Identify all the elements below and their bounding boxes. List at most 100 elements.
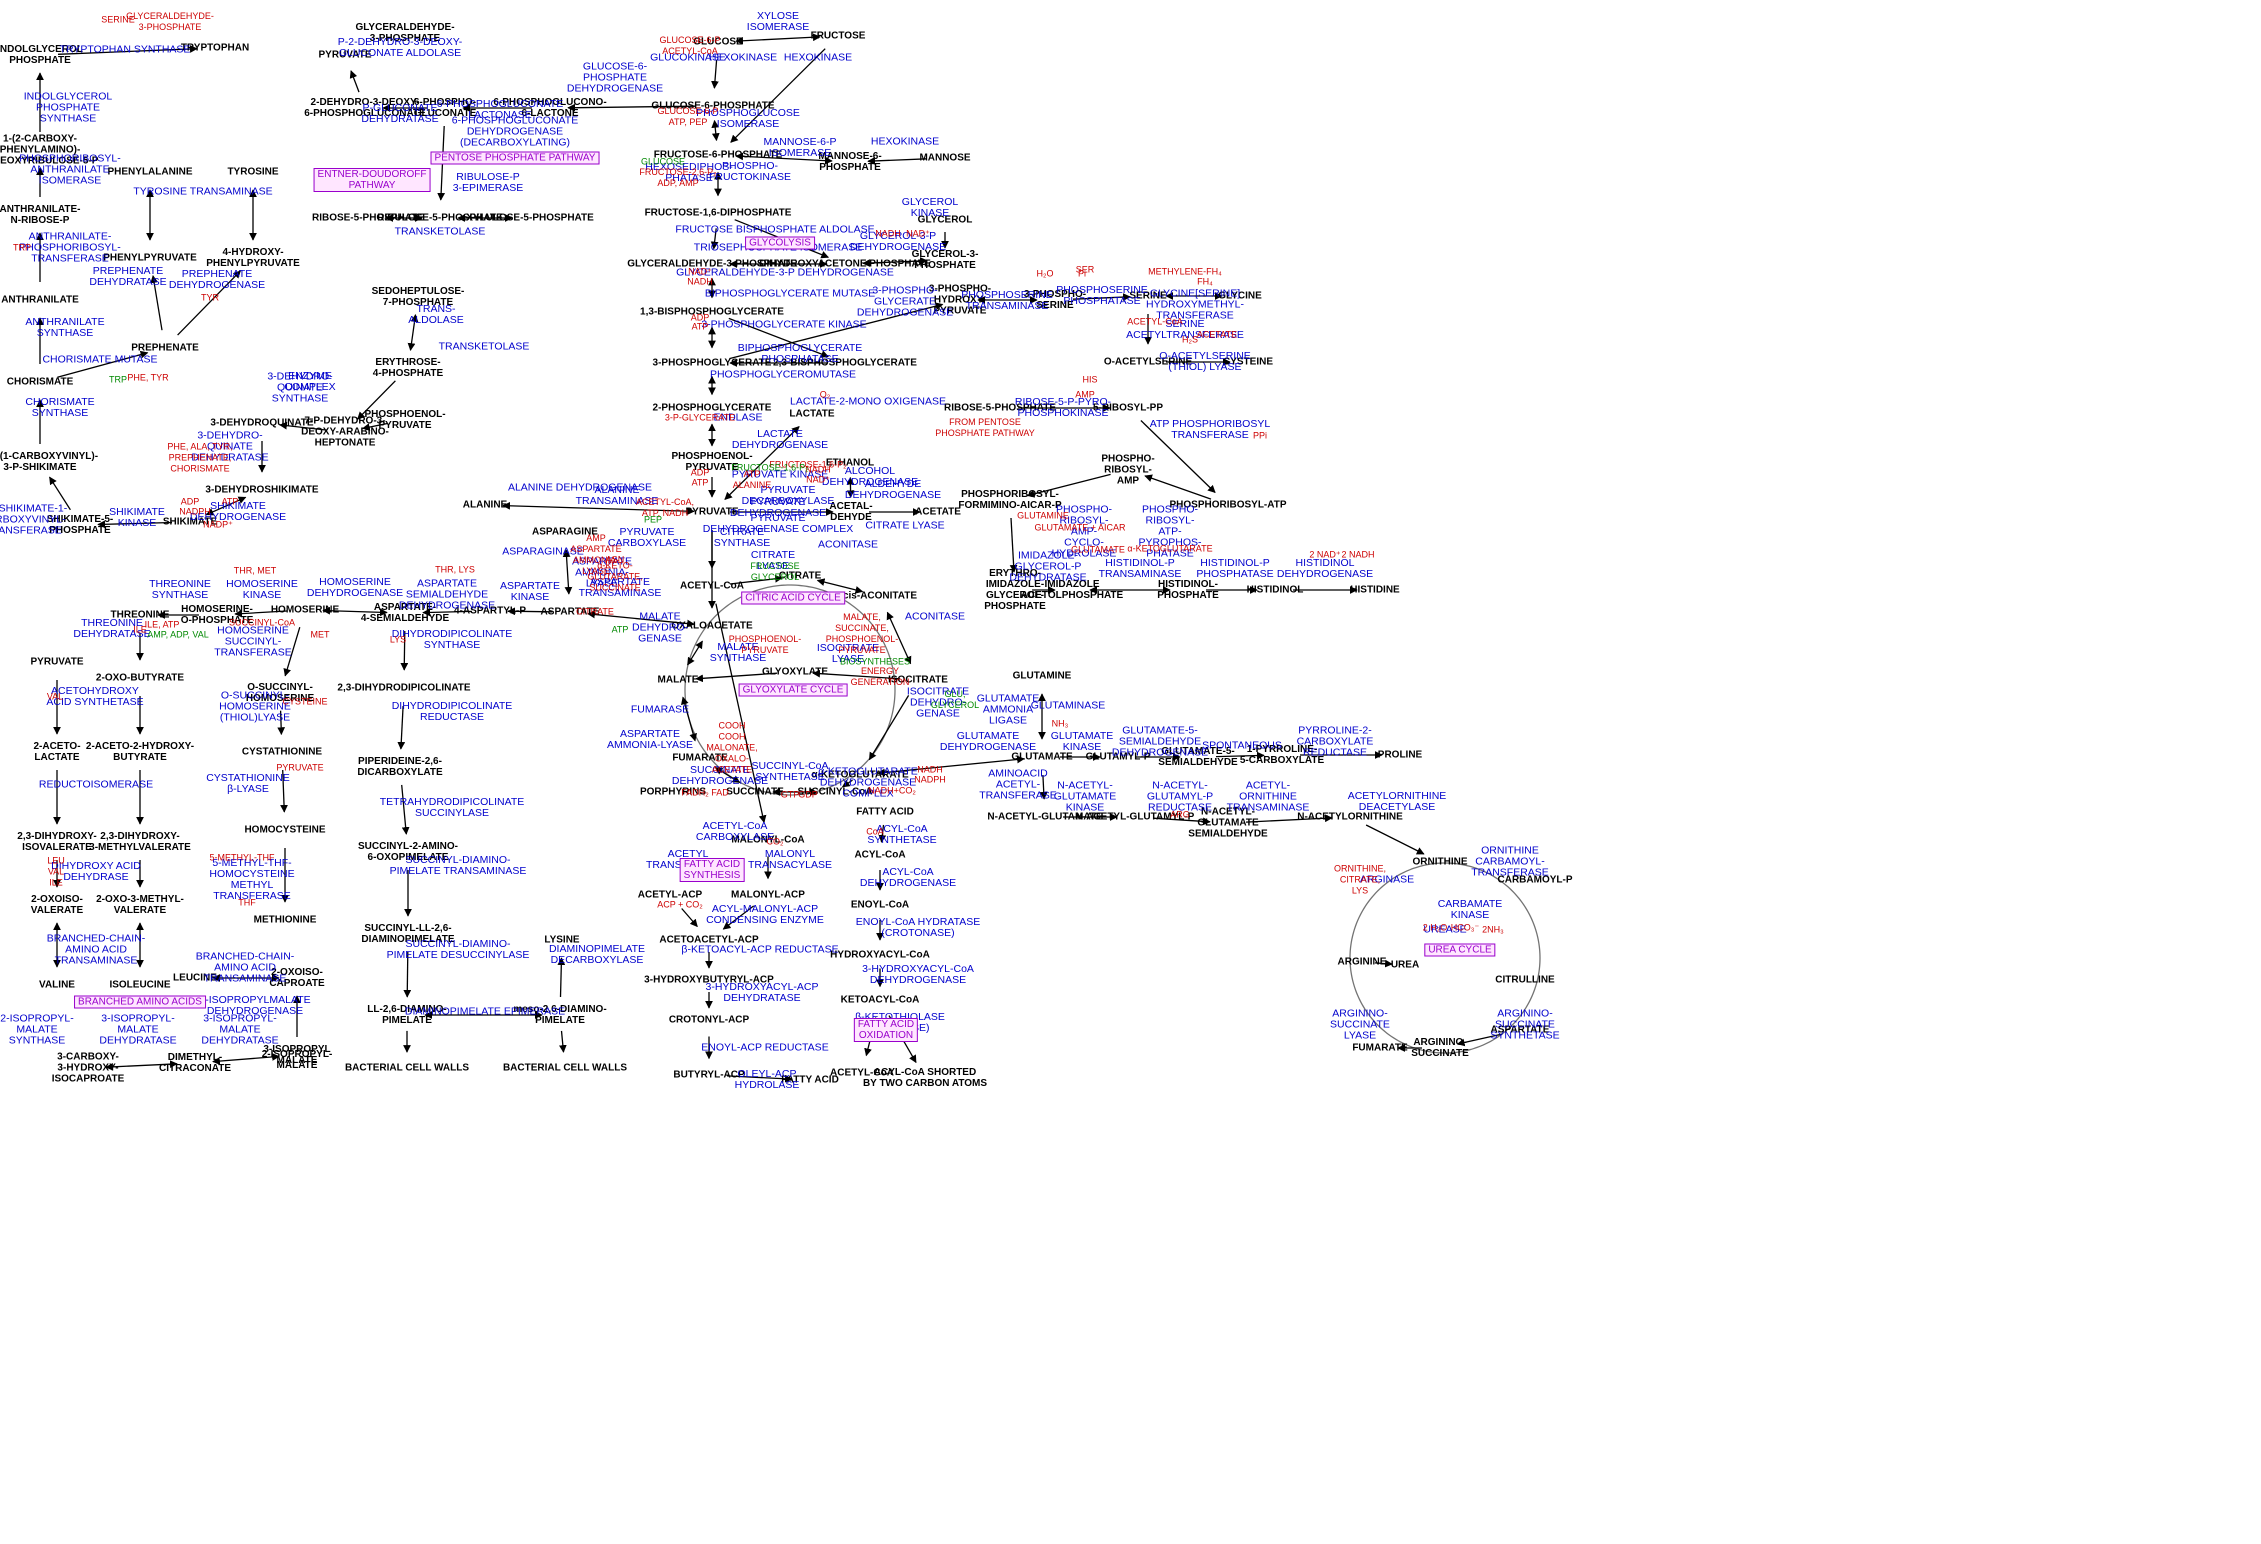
cofactor-c-fh4: FH₄ — [1197, 276, 1213, 287]
enzyme-alcohol-dehydrogenase: ALCOHOL DEHYDROGENASE — [821, 465, 919, 488]
reaction-arrow-aspartyl-p-to-aspartate-semialdehyde — [422, 608, 473, 617]
molecule-glucose: GLUCOSE — [693, 36, 743, 48]
enzyme-argininosuccinate-lyase: ARGININO- SUCCINATE LYASE — [1330, 1007, 1390, 1042]
pathway-urea-cycle: UREA CYCLE — [1424, 943, 1496, 957]
cofactor-c-nadh-4: NADH — [875, 228, 901, 239]
molecule-phenylalanine: PHENYLALANINE — [107, 166, 193, 178]
cofactor-c-glu-glycerol: GLU, GLYCEROL — [930, 689, 980, 710]
molecule-fumarate: FUMARATE — [672, 752, 728, 764]
enzyme-chorismate-synthase: CHORISMATE SYNTHASE — [25, 396, 95, 419]
enzyme-acyl-coa-dehydrogenase: ACYL-CoA DEHYDROGENASE — [859, 866, 957, 889]
molecule-histidinol: HISTIDINOL — [1246, 584, 1304, 596]
cofactor-c-fructose-26p2: FRUCTOSE-2,6-P₂ ADP, AMP — [639, 167, 717, 188]
molecule-acyl-coa: ACYL-CoA — [854, 849, 906, 861]
cofactor-c-fructose-16p2: FRUCTOSE-1,6-P₂ — [769, 459, 847, 470]
molecule-prephenate: PREPHENATE — [131, 342, 199, 354]
cofactor-c-succinyl-coa-1: SUCCINYL-CoA — [228, 617, 296, 628]
cofactor-c-3p-glycerate: 3-P-GLYCERATE — [664, 412, 736, 423]
enzyme-citrate-lyase-2: CITRATE LYASE — [750, 549, 796, 572]
molecule-anthranilate-n-ribose: ANTHRANILATE- N-RIBOSE-P — [0, 204, 81, 226]
reaction-arrow-shikimate-5-p-to-enolpyruvyl-shikimate — [49, 476, 71, 511]
molecule-crotonyl-acp: CROTONYL-ACP — [668, 1014, 750, 1026]
molecule-bpg13: 1,3-BISPHOSPHOGLYCERATE — [640, 306, 784, 318]
reaction-arrow-aspartate-semialdehyde-to-homoserine — [322, 606, 388, 617]
molecule-isocitrate: ISOCITRATE — [888, 674, 948, 686]
reaction-arrow-piperideine-to-succinyl-amino-oxopimelate — [401, 784, 410, 835]
molecule-cystathionine: CYSTATHIONINE — [241, 746, 323, 758]
molecule-citrate: CITRATE — [778, 570, 822, 582]
molecule-alpha-ketoglutarate: α-KETOGLUTARATE — [811, 769, 909, 781]
molecule-ketoacyl-coa: KETOACYL-CoA — [840, 994, 920, 1006]
cofactor-c-h2o-1: H₂O — [1036, 268, 1054, 279]
cofactor-c-nadh-1: NADH — [687, 276, 713, 287]
enzyme-phosphoglyceromutase: PHOSPHOGLYCEROMUTASE — [709, 368, 857, 381]
reaction-arrow-phosphoribosyl-formimino-to-erythro-imidazole — [1009, 517, 1018, 573]
cofactor-c-2nadh: 2 NADH — [1341, 549, 1375, 560]
cofactor-c-glutamine-1: GLUTAMINE — [1017, 510, 1069, 521]
enzyme-prephenate-dehydrogenase: PREPHENATE DEHYDROGENASE — [168, 268, 266, 291]
enzyme-o-succinylhomoserine-lyase: O-SUCCINYL- HOMOSERINE (THIOL)LYASE — [219, 689, 291, 724]
reaction-arrow-aspartate-urea-to-argininosuccinate — [1456, 1033, 1503, 1047]
citric-acid-cycle-arc — [684, 584, 896, 796]
molecule-hydroxyphenylpyruvate: 4-HYDROXY- PHENYLPYRUVATE — [206, 247, 300, 269]
molecule-butyryl-acp: BUTYRYL-ACP — [673, 1069, 745, 1081]
pathway-entner-doudoroff: ENTNER-DOUDOROFF PATHWAY — [313, 168, 431, 192]
enzyme-glutamate-kinase: GLUTAMATE KINASE — [1050, 730, 1114, 753]
cofactor-c-lys: LYS — [389, 634, 407, 645]
enzyme-dehydroquinate-synthase: 3-DEHYDRO- QUINATE SYNTHASE — [267, 370, 333, 405]
reaction-arrow-citrate-to-cis-aconitate — [816, 578, 864, 594]
cofactor-c-adp-1: ADP — [180, 496, 200, 507]
enzyme-methionine-transferase: 5-METHYL-THF- HOMOCYSTEINE METHYL TRANSF… — [209, 857, 295, 902]
molecule-glycerol-3p: GLYCEROL-3- PHOSPHATE — [911, 249, 979, 271]
enzyme-malate-dehydrogenase: MALATE DEHYDRO- GENASE — [631, 610, 689, 645]
molecule-enoyl-coa: ENOYL-CoA — [850, 899, 910, 911]
molecule-phosphoribosyl-formimino: PHOSPHORIBOSYL- FORMIMINO-AICAR-P — [958, 489, 1062, 511]
reaction-arrow-glucose-6p-to-phosphoglucono-lactone — [567, 103, 696, 112]
enzyme-condensing-enzyme: ACYL-MALONYL-ACP CONDENSING ENZYME — [706, 903, 824, 926]
enzyme-histidinol-p-transaminase: HISTIDINOL-P TRANSAMINASE — [1098, 557, 1182, 580]
enzyme-succinyl-coa-synthetase: SUCCINYL-CoA SYNTHETASE — [751, 760, 829, 783]
enzyme-hexokinase-3: HEXOKINASE — [870, 135, 940, 148]
molecule-fructose-6p: FRUCTOSE-6-PHOSPHATE — [653, 149, 783, 161]
cofactor-c-5-methyl-thf: 5-METHYL-THF — [209, 852, 275, 863]
molecule-mannose-6p: MANNOSE-6- PHOSPHATE — [818, 151, 882, 173]
cofactor-c-2nad: 2 NAD⁺ — [1309, 549, 1341, 560]
molecule-lysine: LYSINE — [544, 934, 580, 946]
enzyme-o-acetylserine-lyase: O-ACETYLSERINE (THIOL) LYASE — [1159, 350, 1251, 373]
molecule-acetoacetyl-acp: ACETOACETYL-ACP — [659, 934, 759, 946]
molecule-aspartate: ASPARTATE — [540, 606, 600, 618]
enzyme-pr-atp-pyrophosphatase: PHOSPHO- RIBOSYL- ATP- PYROPHOS- PHATASE — [1138, 503, 1202, 560]
enzyme-histidinol-phosphatase: HISTIDINOL-P PHOSPHATASE — [1196, 557, 1274, 580]
enzyme-dehydroquinate-dehydratase: 3-DEHYDRO- QUINATE DEHYDRATASE — [191, 429, 269, 464]
enzyme-succinate-dehydrogenase: SUCCINATE DEHYDROGENASE — [671, 764, 769, 787]
molecule-hydroxybutyryl-acp: 3-HYDROXYBUTYRYL-ACP — [644, 974, 774, 986]
cofactor-c-o2: O₂ — [819, 389, 831, 400]
enzyme-bcaa-transaminase-2: BRANCHED-CHAIN- AMINO ACID TRANSAMINASE — [195, 950, 295, 985]
molecule-fructose-16bp: FRUCTOSE-1,6-DIPHOSPHATE — [644, 207, 792, 219]
reaction-arrow-acetyl-acp-to-acetoacetyl-acp — [681, 908, 698, 928]
molecule-n-acetylornithine: N-ACETYLORNITHINE — [1297, 811, 1403, 823]
enzyme-dihydroxy-acid-dehydrase: DIHYDROXY ACID DEHYDRASE — [51, 860, 141, 883]
molecule-bpg23: 2,3-BISPHOSPHOGLYCERATE — [773, 357, 917, 369]
molecule-isopropylmalate-2: 2-ISOPROPYL- MALATE — [261, 1049, 333, 1071]
molecule-carbamoyl-p: CARBAMOYL-P — [1497, 874, 1573, 886]
molecule-homocysteine: HOMOCYSTEINE — [244, 824, 326, 836]
enzyme-epsp-synthase: 3-P-SHIKIMATE-1- CARBOXYVINYL- TRANSFERA… — [0, 502, 68, 537]
cofactor-c-nad-3: NAD⁺ — [906, 228, 930, 239]
cofactor-c-ile-atp: ILE, ATP — [144, 619, 180, 630]
molecule-oxoisovalerate: 2-OXOISO- VALERATE — [30, 894, 84, 916]
enzyme-arginase: ARGINASE — [1359, 873, 1415, 886]
cofactor-c-acetate-1: ACETATE — [1196, 329, 1238, 340]
cofactor-c-coa-1: CoA — [866, 826, 884, 837]
enzyme-hydroxyacyl-acp-dehydratase: 3-HYDROXYACYL-ACP DEHYDRATASE — [705, 981, 819, 1004]
cofactor-c-pyruvate-1: PYRUVATE — [276, 762, 324, 773]
enzyme-phosphogluconolactonase: 6-PHOSPHOGLUCONATE LACTONASE — [436, 98, 564, 121]
enzyme-acetyl-coa-carboxylase: ACETYL-CoA CARBOXYLASE — [695, 820, 775, 843]
enzyme-threonine-synthase: THREONINE SYNTHASE — [149, 578, 211, 601]
cofactor-c-thr-lys: THR, LYS — [435, 564, 475, 575]
enzyme-transketolase-2: TRANSKETOLASE — [438, 340, 530, 353]
enzyme-malate-synthase: MALATE SYNTHASE — [709, 641, 767, 664]
reaction-arrow-alpha-ketoglutarate-to-glutamate — [877, 755, 1025, 777]
enzyme-aconitase-2: ACONITASE — [905, 610, 965, 623]
molecule-threonine: THREONINE — [110, 609, 170, 621]
